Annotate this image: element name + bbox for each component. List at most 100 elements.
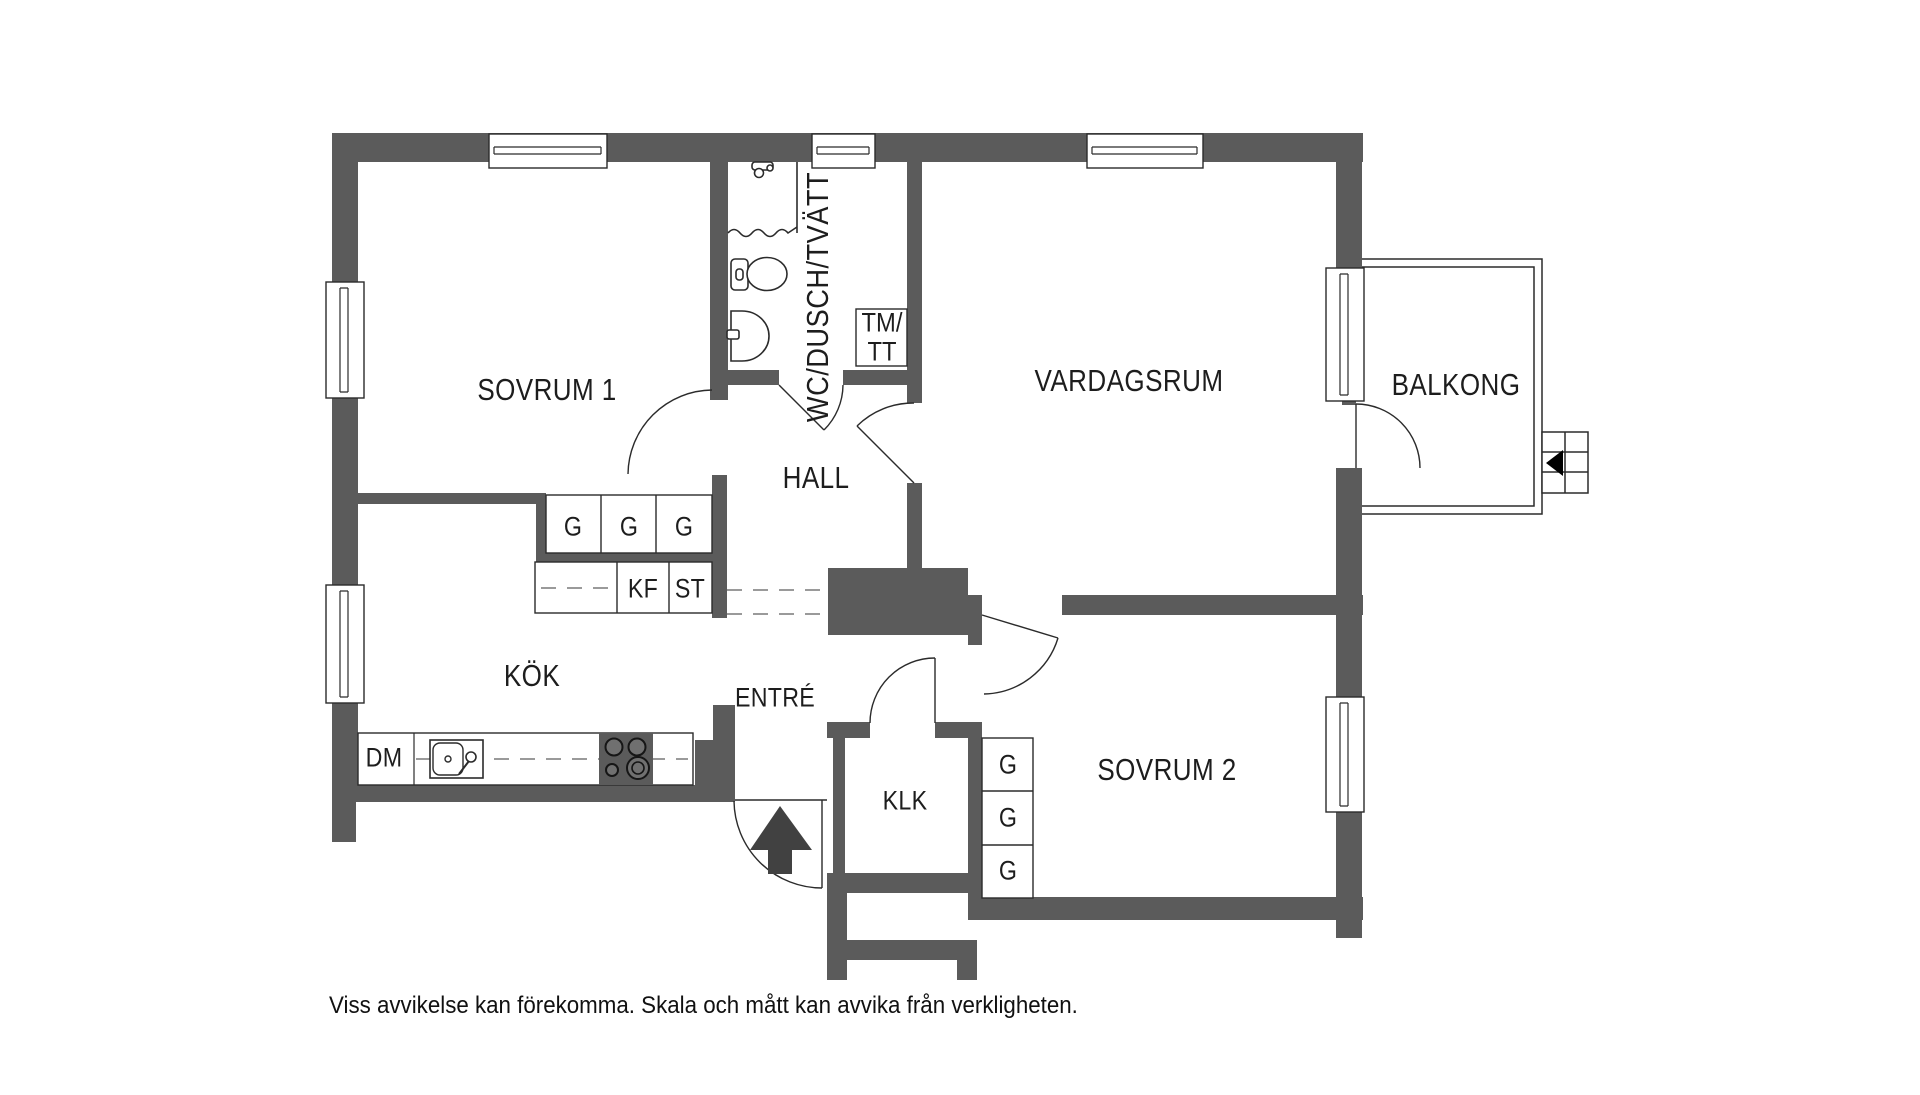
window-bedroom1-left xyxy=(325,281,365,399)
toilet-bowl xyxy=(746,256,788,292)
window-bedroom1-top xyxy=(488,133,608,169)
door-arc-bathroom xyxy=(823,384,844,431)
wall-bedroom2-south xyxy=(977,897,1363,920)
toilet-button xyxy=(735,268,744,281)
label-tall-cabinet: ST xyxy=(674,573,706,604)
label-wardrobe: G xyxy=(619,511,639,542)
windows xyxy=(325,133,1365,813)
dryer-washer-box xyxy=(855,308,908,367)
window-living-top xyxy=(1086,133,1204,169)
wardrobe-row-bedroom1 xyxy=(545,494,713,554)
cabinets xyxy=(534,308,1034,899)
wall-bedroom1-jog xyxy=(536,503,546,553)
wall-right-middle xyxy=(1336,468,1362,697)
window-glass xyxy=(339,590,349,698)
washbasin-tap-icon xyxy=(726,329,740,340)
door-leaf-living xyxy=(856,425,915,484)
window-glass xyxy=(1339,273,1349,396)
kitchen-faucet-icon xyxy=(465,751,477,763)
beam-dashes xyxy=(727,589,827,615)
label-wardrobe: G xyxy=(998,749,1018,780)
window-glass xyxy=(1091,146,1198,155)
wall-left-pilaster xyxy=(332,800,356,842)
room-label-klk: KLK xyxy=(882,785,928,816)
balcony-rail-outer xyxy=(1362,258,1543,515)
label-fridge-freezer: KF xyxy=(627,573,659,604)
label-wardrobe: G xyxy=(674,511,694,542)
walls xyxy=(332,133,1363,980)
label-wardrobe: G xyxy=(563,511,583,542)
wardrobe-column-bedroom2 xyxy=(981,737,1034,899)
room-label-kitchen: KÖK xyxy=(503,658,561,693)
kitchen-fittings xyxy=(357,732,694,786)
room-label-bedroom1: SOVRUM 1 xyxy=(477,372,617,407)
wall-bath-south-left xyxy=(710,370,779,385)
window-glass xyxy=(816,146,870,155)
window-balcony-door xyxy=(1325,267,1365,402)
room-label-bathroom: WC/DUSCH/TVÄTT xyxy=(800,171,835,423)
stove-burner xyxy=(626,756,650,780)
door-arc-living xyxy=(856,402,915,427)
wall-kitchen-bottom xyxy=(332,785,735,802)
room-label-hall: HALL xyxy=(782,460,850,495)
kitchen-tall-unit-dividers xyxy=(616,562,670,613)
wall-wardrobe-back xyxy=(536,553,712,562)
window-bedroom2-right xyxy=(1325,696,1365,813)
shower-curtain-line xyxy=(727,226,798,238)
label-wardrobe: G xyxy=(998,802,1018,833)
wall-bumpout-foot xyxy=(957,960,977,980)
label-dryer: TM/ TT xyxy=(862,308,903,365)
washbasin xyxy=(730,310,770,362)
label-dryer-line1: TM/ xyxy=(861,307,903,338)
wall-right-upper xyxy=(1336,133,1362,270)
wall-klk-east xyxy=(968,722,982,898)
wall-kitchen-east xyxy=(712,475,727,618)
wall-klk-west xyxy=(833,722,845,893)
label-wardrobe: G xyxy=(998,855,1018,886)
window-glass xyxy=(1339,702,1349,807)
wall-bumpout-bottom xyxy=(827,940,977,960)
room-label-living: VARDAGSRUM xyxy=(1034,363,1224,398)
wall-bedroom2-north-stub xyxy=(968,613,982,645)
stove-burner-inner xyxy=(631,761,645,775)
shower-knob-icon xyxy=(766,164,774,172)
window-glass xyxy=(493,146,602,155)
stove-burner xyxy=(627,737,647,757)
window-bathroom-top xyxy=(811,133,876,169)
wall-bath-left xyxy=(710,162,728,400)
disclaimer-text: Viss avvikelse kan förekomma. Skala och … xyxy=(329,992,1078,1019)
entrance-arrow-icon xyxy=(750,806,812,874)
door-arc-bedroom1 xyxy=(627,389,713,475)
kitchen-faucet-lever xyxy=(458,760,470,775)
entrance-arrow-head xyxy=(750,806,812,850)
wardrobe-column-dividers xyxy=(982,790,1033,846)
balcony-rail-inner xyxy=(1362,266,1535,507)
room-label-entrance: ENTRÉ xyxy=(735,682,815,713)
wall-entre-west-b xyxy=(695,740,713,802)
wall-bumpout-left xyxy=(827,893,847,980)
entrance-arrow-stem xyxy=(768,850,792,874)
door-leaf-bathroom xyxy=(778,384,825,431)
balcony-hatch-grid xyxy=(1542,432,1588,493)
window-kitchen-left xyxy=(325,584,365,704)
wall-living-west-lower xyxy=(907,483,922,595)
door-leaf-bedroom2 xyxy=(981,614,1059,639)
wall-klk-south xyxy=(827,873,982,893)
room-label-bedroom2: SOVRUM 2 xyxy=(1097,752,1237,787)
wall-bath-south-right xyxy=(843,370,907,385)
kitchen-tall-unit-row xyxy=(534,561,713,614)
window-glass xyxy=(339,287,349,393)
label-dryer-line2: TT xyxy=(867,336,897,366)
stove-burner xyxy=(604,737,624,757)
door-arc-klk xyxy=(869,657,936,724)
door-arc-entrance xyxy=(733,800,823,889)
wall-entre-west-a xyxy=(713,705,735,802)
wardrobe-row-dividers xyxy=(600,495,657,553)
room-label-balcony: BALKONG xyxy=(1391,367,1521,402)
doors xyxy=(627,384,1421,889)
stove-burner xyxy=(605,763,619,777)
balcony-direction-arrow-icon xyxy=(1546,450,1563,476)
wall-bedroom2-north-west xyxy=(922,595,982,615)
